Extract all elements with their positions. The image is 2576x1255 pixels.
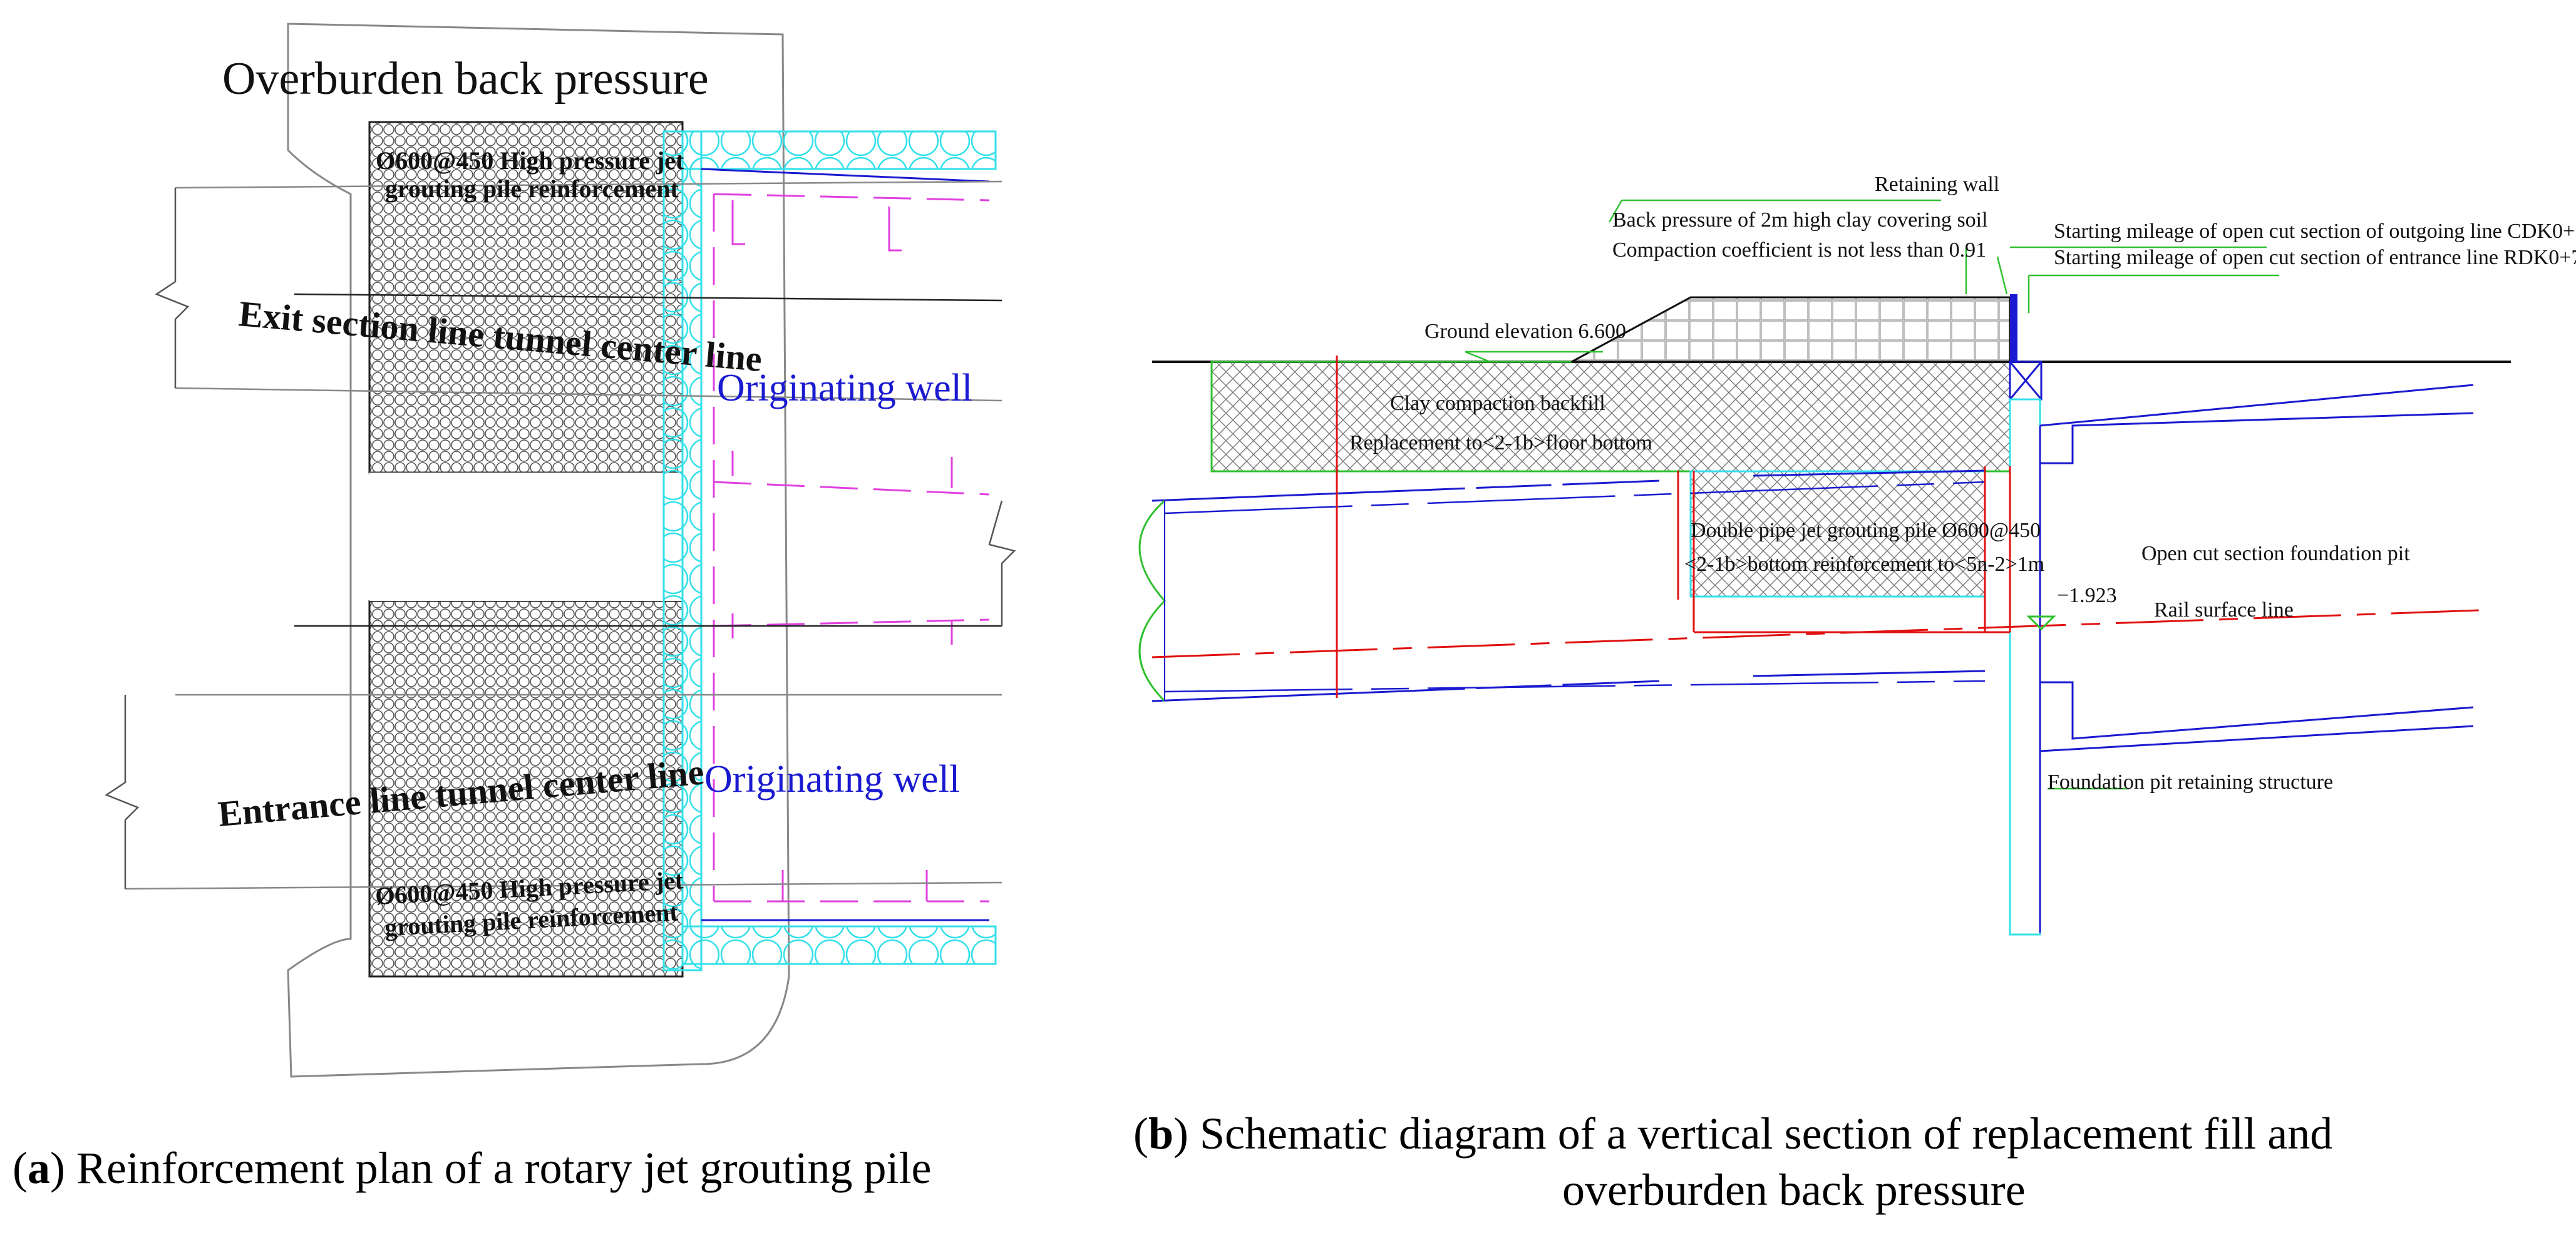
- caption-b-second: overburden back pressure: [1562, 1164, 2026, 1216]
- well-top-label: Originating well: [717, 367, 972, 409]
- caption-b: (b) Schematic diagram of a vertical sect…: [1133, 1109, 2333, 1159]
- caption-a-text: ) Reinforcement plan of a rotary jet gro…: [49, 1143, 932, 1193]
- pile-top-line2: grouting pile reinforcement: [385, 175, 679, 203]
- elevation-neg-label: −1.923: [2057, 584, 2117, 607]
- rail-axis: [1151, 609, 2480, 658]
- rail-surface-label: Rail surface line: [2154, 598, 2294, 622]
- caption-b-line2: overburden back pressure: [1562, 1165, 2026, 1215]
- double-pipe-label2: <2-1b>bottom reinforcement to<5n-2>1m: [1684, 553, 2044, 576]
- overburden-mound: [1571, 296, 2011, 363]
- open-cut-label: Open cut section foundation pit: [2141, 542, 2410, 565]
- foundation-struct-label: Foundation pit retaining structure: [2048, 771, 2333, 794]
- pile-top-line1: Ø600@450 High pressure jet: [376, 146, 684, 175]
- double-pipe-label: Double pipe jet grouting pile Ø600@450: [1691, 519, 2041, 542]
- ground-elevation-label: Ground elevation 6.600: [1425, 320, 1626, 343]
- panel-a-title: Overburden back pressure: [222, 53, 709, 105]
- compaction-label: Compaction coefficient is not less than …: [1612, 238, 1986, 262]
- well-bottom-circles: [681, 925, 997, 965]
- well-top-circles: [681, 130, 997, 170]
- jet-pile-zone-bottom: [368, 600, 684, 978]
- caption-a-letter: a: [27, 1143, 50, 1193]
- overburden-boundary: [287, 23, 790, 1078]
- retaining-wall-label: Retaining wall: [1875, 173, 1999, 196]
- well-bottom-label: Originating well: [704, 758, 960, 801]
- mileage-in-label: Starting mileage of open cut section of …: [2054, 246, 2576, 269]
- mileage-out-label: Starting mileage of open cut section of …: [2054, 220, 2576, 243]
- jet-pile-zone: [1689, 470, 1986, 598]
- replacement-label: Replacement to<2-1b>floor bottom: [1349, 431, 1652, 454]
- tunnel-end: [1138, 499, 1167, 702]
- well-wall-circles: [662, 130, 703, 971]
- caption-a: (a) Reinforcement plan of a rotary jet g…: [13, 1143, 932, 1193]
- caption-b-letter: b: [1148, 1109, 1174, 1159]
- panel-a-plan: Overburden back pressure Ø600@450 High p…: [105, 23, 1016, 1078]
- backfill-zone: [1210, 361, 2011, 473]
- caption-b-line1: ) Schematic diagram of a vertical sectio…: [1173, 1109, 2333, 1159]
- retaining-wall: [2010, 294, 2017, 363]
- pit-retaining-structure: [2009, 398, 2041, 936]
- panel-b-section: Retaining wall Back pressure of 2m high …: [1138, 173, 2576, 936]
- back-pressure-label: Back pressure of 2m high clay covering s…: [1612, 208, 1988, 232]
- clay-backfill-label: Clay compaction backfill: [1390, 392, 1605, 415]
